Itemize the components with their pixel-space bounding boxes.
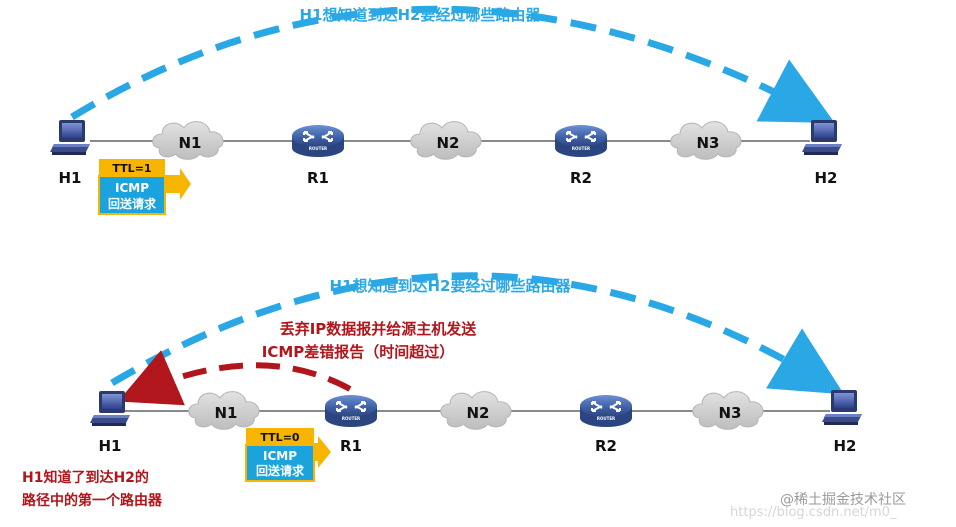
top-title: H1想知道到达H2要经过哪些路由器 bbox=[300, 6, 542, 24]
top-r1-label: R1 bbox=[307, 169, 329, 187]
top-r1-router-icon bbox=[291, 124, 345, 158]
bottom-ttl-box bbox=[246, 428, 314, 445]
top-h2-label: H2 bbox=[815, 169, 838, 187]
bottom-icmp-line2: 回送请求 bbox=[256, 463, 305, 478]
bottom-r2-label: R2 bbox=[595, 437, 617, 455]
bottom-icmp-box bbox=[245, 444, 315, 482]
bottom-r1-router-sublabel: ROUTER bbox=[342, 416, 360, 421]
bottom-r2-router-icon bbox=[579, 394, 633, 428]
top-n3-label: N3 bbox=[697, 134, 720, 152]
top-packet: TTL=1 ICMP 回送请求 bbox=[98, 159, 191, 215]
top-packet-arrow-icon bbox=[165, 168, 191, 200]
watermark: @稀土掘金技术社区 bbox=[780, 492, 906, 508]
bottom-r1-router-icon bbox=[324, 394, 378, 428]
top-n2-label: N2 bbox=[437, 134, 460, 152]
bottom-h1-computer-icon bbox=[90, 391, 130, 426]
top-ttl-label: TTL=1 bbox=[112, 162, 151, 175]
top-icmp-line2: 回送请求 bbox=[108, 196, 157, 211]
bottom-n2-label: N2 bbox=[467, 404, 490, 422]
bottom-r1-label: R1 bbox=[340, 437, 362, 455]
bottom-h2-label: H2 bbox=[834, 437, 857, 455]
bottom-red-dashed-arrow bbox=[117, 350, 352, 406]
top-r2-router-sublabel: ROUTER bbox=[572, 146, 590, 151]
top-icmp-line1: ICMP bbox=[115, 181, 149, 195]
top-r2-label: R2 bbox=[570, 169, 592, 187]
top-icmp-box bbox=[98, 175, 166, 215]
watermark-underlay: https://blog.csdn.net/m0_ bbox=[730, 505, 897, 520]
panel-top: H1想知道到达H2要经过哪些路由器 H1 N1 ROUTER R1 N2 ROU… bbox=[50, 5, 842, 215]
top-r2-router-icon bbox=[554, 124, 608, 158]
top-h1-label: H1 bbox=[59, 169, 82, 187]
top-n1-label: N1 bbox=[179, 134, 202, 152]
bottom-h2-computer-icon bbox=[822, 390, 862, 425]
bottom-blue-dashed-arrow bbox=[110, 272, 845, 395]
bottom-packet: TTL=0 ICMP 回送请求 bbox=[245, 428, 331, 482]
bottom-h1-label: H1 bbox=[99, 437, 122, 455]
bottom-conclusion-line1: H1知道了到达H2的 bbox=[22, 469, 149, 486]
bottom-note-line2: ICMP差错报告（时间超过） bbox=[262, 343, 455, 361]
top-h1-computer-icon bbox=[50, 120, 90, 155]
top-ttl-box bbox=[99, 159, 165, 176]
bottom-ttl-label: TTL=0 bbox=[260, 431, 299, 444]
bottom-n1-label: N1 bbox=[215, 404, 238, 422]
bottom-conclusion-line2: 路径中的第一个路由器 bbox=[22, 492, 163, 509]
panel-bottom: H1想知道到达H2要经过哪些路由器 丢弃IP数据报并给源主机发送 ICMP差错报… bbox=[22, 272, 862, 509]
bottom-note-line1: 丢弃IP数据报并给源主机发送 bbox=[280, 320, 478, 338]
top-h2-computer-icon bbox=[802, 120, 842, 155]
bottom-icmp-line1: ICMP bbox=[263, 449, 297, 463]
bottom-r2-router-sublabel: ROUTER bbox=[597, 416, 615, 421]
bottom-n3-label: N3 bbox=[719, 404, 742, 422]
top-dashed-arrow bbox=[70, 5, 835, 124]
bottom-packet-arrow-icon bbox=[314, 436, 331, 468]
top-r1-router-sublabel: ROUTER bbox=[309, 146, 327, 151]
